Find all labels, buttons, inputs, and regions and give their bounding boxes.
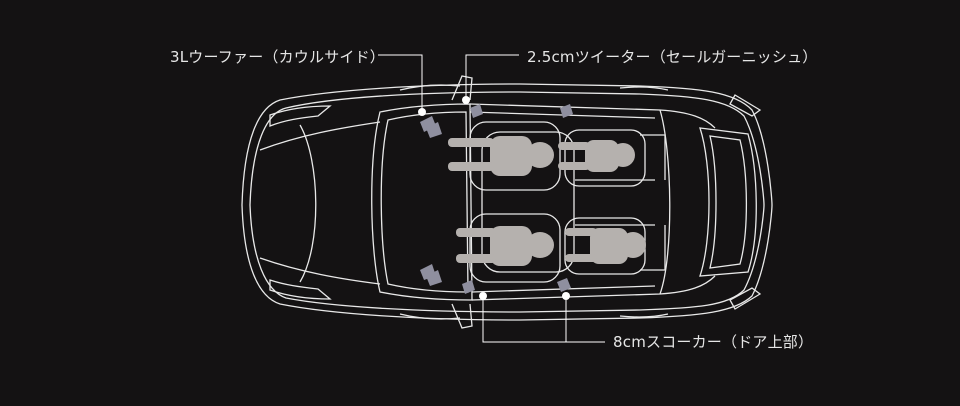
tweeter-label: 2.5cmツイーター（セールガーニッシュ）: [527, 48, 818, 66]
woofer-right-icon-2: [426, 270, 442, 286]
speakers: [420, 104, 573, 294]
door-leader-front: [482, 296, 605, 343]
door-speaker-rear-icon: [557, 278, 571, 292]
leader-lines: [378, 54, 605, 343]
tweeter-leader: [465, 54, 519, 100]
occupants: [448, 136, 646, 266]
tweeter-rear-left-icon: [560, 104, 573, 118]
leader-dots: [418, 96, 570, 300]
woofer-label: 3Lウーファー（カウルサイド）: [170, 48, 386, 66]
tweeter-left-icon: [470, 104, 483, 118]
woofer-left-icon-2: [426, 122, 442, 138]
door-speaker-front-icon: [462, 280, 475, 294]
door-speaker-label: 8cmスコーカー（ドア上部）: [613, 333, 814, 351]
woofer-leader: [378, 54, 423, 112]
car-body: [241, 75, 773, 329]
